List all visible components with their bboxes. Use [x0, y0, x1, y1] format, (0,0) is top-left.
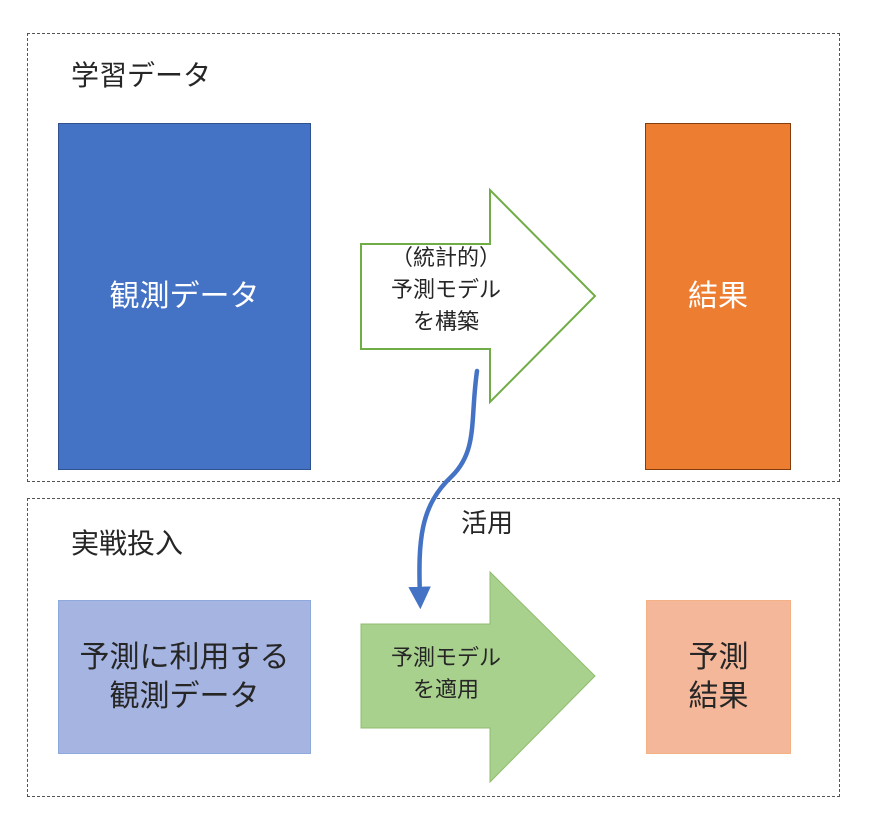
build-model-line-2: 予測モデル: [390, 277, 501, 303]
result-box[interactable]: 結果: [645, 123, 791, 470]
build-model-line-1: （統計的）: [390, 246, 501, 271]
apply-model-arrow[interactable]: [360, 570, 596, 784]
observed-data-box[interactable]: 観測データ: [58, 123, 311, 470]
build-model-line-3: を構築: [412, 309, 479, 335]
prediction-result-line-1: 予測: [688, 640, 749, 675]
apply-model-line-2: を適用: [412, 677, 479, 703]
build-model-text: （統計的） 予測モデル を構築: [360, 243, 532, 339]
use-connector-label: 活用: [461, 509, 514, 539]
deployment-title: 実戦投入: [71, 527, 184, 560]
prediction-input-line-1: 予測に利用する: [79, 640, 290, 675]
apply-model-text: 予測モデル を適用: [360, 643, 532, 707]
observed-data-label: 観測データ: [109, 279, 260, 314]
prediction-result-box[interactable]: 予測 結果: [646, 600, 791, 754]
build-model-arrow[interactable]: [360, 187, 597, 405]
training-data-group: [27, 33, 840, 482]
prediction-result-line-2: 結果: [688, 679, 749, 714]
result-label: 結果: [688, 279, 748, 314]
prediction-input-box[interactable]: 予測に利用する 観測データ: [58, 600, 311, 754]
training-data-title: 学習データ: [71, 59, 212, 92]
prediction-input-line-2: 観測データ: [109, 679, 260, 714]
apply-model-line-1: 予測モデル: [390, 646, 501, 671]
use-connector-arrow[interactable]: [408, 368, 480, 610]
